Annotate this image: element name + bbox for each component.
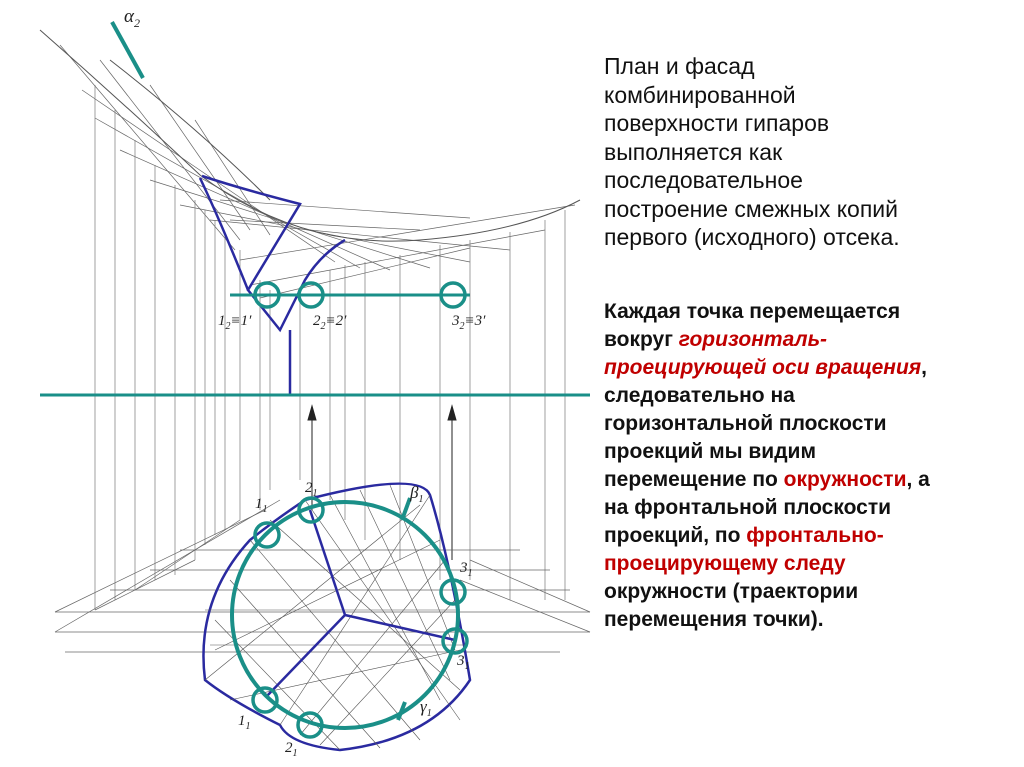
rotation-line: проекций мы видим [604,439,816,463]
gamma-label: γ1 [420,697,432,719]
point-3-low-marker [441,627,469,655]
vertical-projection-lines [94,85,566,610]
rotation-line: перемещения точки). [604,607,824,631]
point-3-top-label: 31 [459,560,473,579]
point-1-bottom-label: 11 [238,713,251,732]
intro-line: последовательное [604,167,803,193]
rotation-paragraph: Каждая точка перемещается вокруг горизон… [604,298,1014,634]
rotation-line: следовательно на [604,383,795,407]
gamma-trace [396,701,407,721]
point-1-front-marker [253,281,281,309]
point-2-front-label: 22≡2′ [313,313,347,332]
alpha-label: α2 [124,6,140,30]
point-1-bottom-marker [251,686,279,714]
rotation-line: окружности (траектории [604,579,859,603]
point-3-top-marker [439,578,467,606]
highlight-circle-term: окружности [783,467,907,491]
rotation-line: перемещение по [604,467,784,491]
top-radial-lines [265,509,456,698]
intro-line: первого (исходного) отсека. [604,224,900,250]
rotation-circle [230,500,460,730]
point-2-bottom-marker [296,711,324,739]
intro-paragraph: План и фасад комбинированной поверхности… [604,52,1014,252]
top-view-grid [54,499,591,653]
rotation-line: вокруг [604,327,679,351]
point-2-top-label: 21 [305,480,318,499]
front-view-grid [59,44,576,299]
beta-label: β1 [409,483,423,505]
alpha-trace [110,21,145,79]
point-2-front-marker [297,281,325,309]
intro-line: построение смежных копий [604,195,899,222]
point-1-top-marker [253,521,281,549]
highlight-axis-term: горизонталь- [678,327,828,351]
intro-line: поверхности гипаров [604,110,830,136]
top-outline-curved-triangle [202,482,472,752]
point-1-top-label: 11 [255,496,268,515]
point-3-front-marker [439,281,467,309]
intro-line: комбинированной [604,81,796,108]
beta-trace [400,497,412,521]
point-2-top-marker [297,496,325,524]
hypar-projection-drawing: α2 12≡1′ 22≡2′ 32≡3′ [39,6,591,759]
rotation-line: на фронтальной плоскости [604,495,892,519]
rotation-line: , [921,355,928,379]
rotation-line: проекций, по [604,523,747,547]
highlight-trace-term: фронтально- [746,523,884,547]
explanation-text: План и фасад комбинированной поверхности… [604,52,1014,634]
projection-arrows [307,404,457,560]
front-contour-left [198,177,250,291]
front-contour [201,174,346,333]
point-3-low-label: 31 [456,653,470,672]
rotation-line: горизонтальной плоскости [604,411,887,435]
intro-line: выполняется как [604,138,783,165]
highlight-trace-term: проецирующему следу [604,551,846,575]
point-2-bottom-label: 21 [285,740,298,759]
rotation-line: Каждая точка перемещается [604,299,901,323]
highlight-axis-term: проецирующей оси вращения [604,355,922,379]
point-3-front-label: 32≡3′ [451,313,486,332]
front-outline-curves [39,29,581,242]
intro-line: План и фасад [604,53,755,79]
rotation-line: , а [906,467,930,491]
point-1-front-label: 12≡1′ [218,313,252,332]
